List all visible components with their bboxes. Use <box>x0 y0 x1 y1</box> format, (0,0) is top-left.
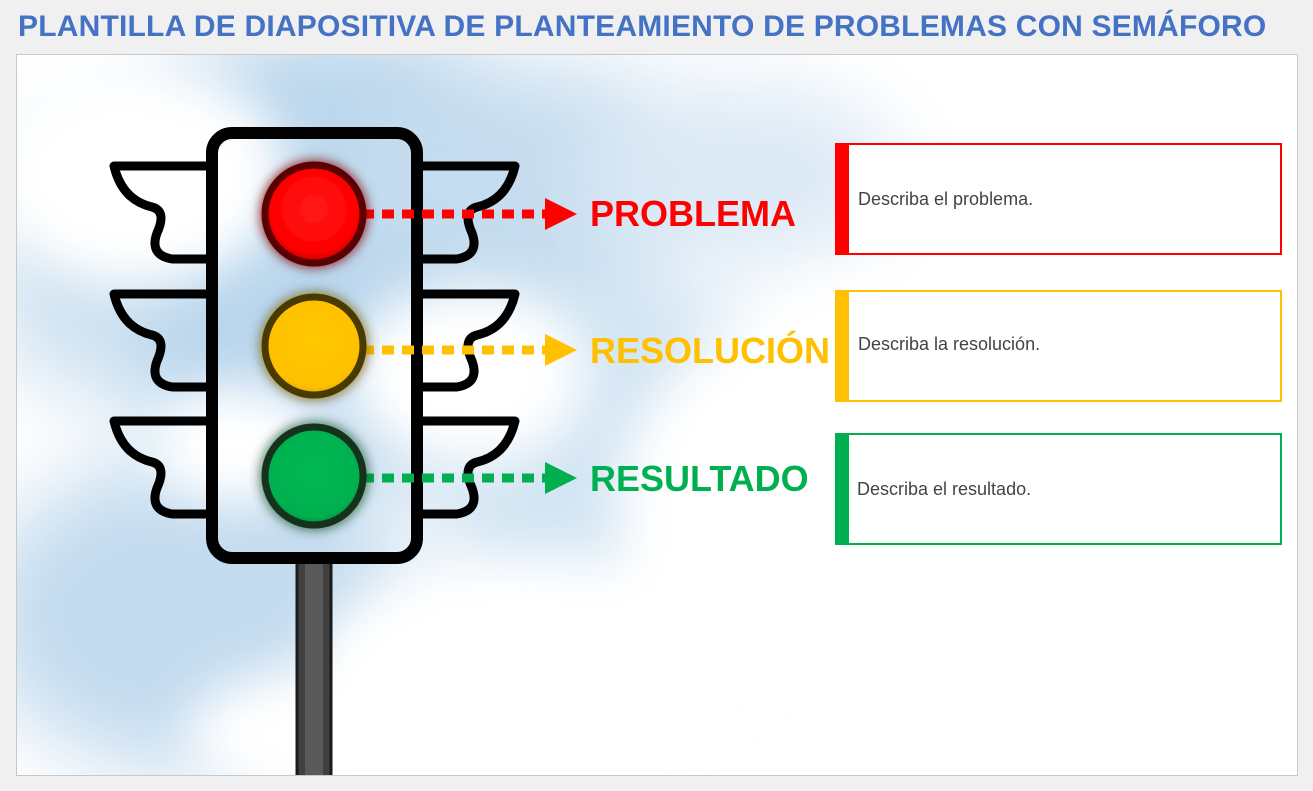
page-title: PLANTILLA DE DIAPOSITIVA DE PLANTEAMIENT… <box>18 10 1267 43</box>
resolucion-description-box[interactable]: Describa la resolución. <box>835 290 1282 402</box>
problema-description-box[interactable]: Describa el problema. <box>835 143 1282 255</box>
resultado-description-text: Describa el resultado. <box>857 479 1032 499</box>
resultado-description-box[interactable]: Describa el resultado. <box>835 433 1282 545</box>
signal-housing <box>206 127 423 564</box>
label-problema: PROBLEMA <box>590 193 796 234</box>
label-resultado: RESULTADO <box>590 458 809 499</box>
green-lamp <box>261 423 367 529</box>
arrow-right-icon <box>545 198 577 230</box>
problema-description-text: Describa el problema. <box>858 189 1034 209</box>
visor-right-bottom <box>412 416 520 519</box>
arrow-right-icon <box>545 334 577 366</box>
resolucion-description-text: Describa la resolución. <box>858 334 1041 354</box>
visor-left-bottom <box>109 416 217 519</box>
visor-right-middle <box>412 289 520 392</box>
red-lamp <box>261 161 367 267</box>
visor-left-top <box>109 161 217 264</box>
visor-left-middle <box>109 289 217 392</box>
arrow-right-icon <box>545 462 577 494</box>
traffic-light-icon <box>109 127 577 775</box>
yellow-lamp <box>261 293 367 399</box>
label-resolucion: RESOLUCIÓN <box>590 330 831 371</box>
slide-canvas: PROBLEMA RESOLUCIÓN RESULTADO Describa e… <box>16 54 1298 776</box>
